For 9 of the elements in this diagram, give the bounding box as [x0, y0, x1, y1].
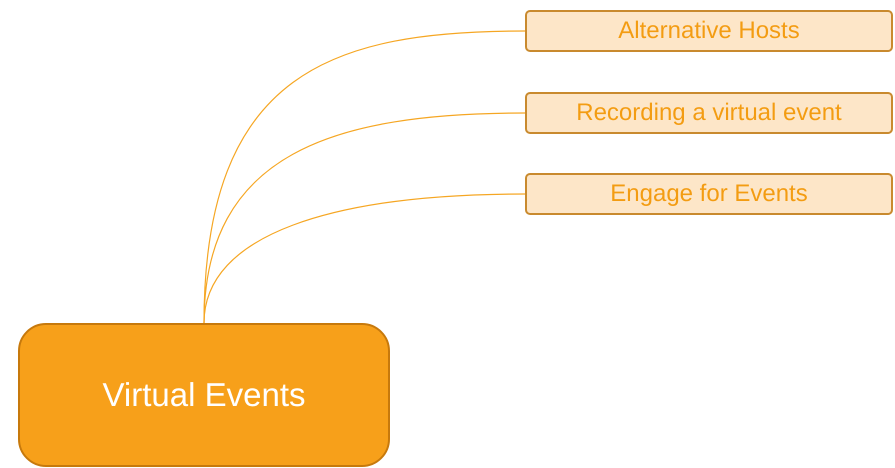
- node-label: Engage for Events: [610, 179, 808, 209]
- subtopic-box: [525, 92, 893, 134]
- connector-curve: [203, 193, 526, 324]
- node-label: Alternative Hosts: [618, 16, 800, 46]
- subtopic-box: [525, 173, 893, 215]
- subtopic-box: [525, 10, 893, 52]
- node-label: Virtual Events: [102, 375, 306, 416]
- topic-box: [18, 323, 390, 467]
- node-label: Recording a virtual event: [576, 98, 842, 128]
